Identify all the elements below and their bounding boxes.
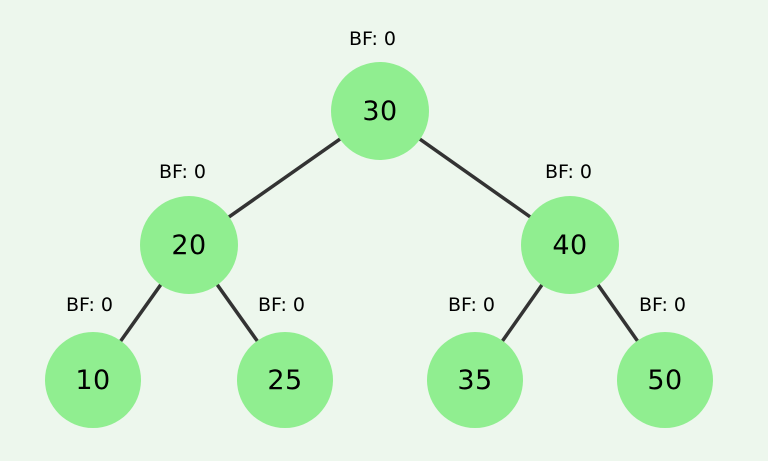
tree-node-20[interactable]: 20 — [140, 196, 238, 294]
tree-node-30[interactable]: 30 — [331, 62, 429, 160]
node-key-label: 35 — [457, 364, 493, 396]
node-key-label: 40 — [552, 229, 588, 261]
tree-node-40[interactable]: 40 — [521, 196, 619, 294]
tree-node-50[interactable]: 50 — [617, 332, 713, 428]
tree-node-10[interactable]: 10 — [45, 332, 141, 428]
node-key-label: 25 — [267, 364, 303, 396]
node-key-label: 30 — [362, 95, 398, 127]
tree-node-25[interactable]: 25 — [237, 332, 333, 428]
node-key-label: 50 — [647, 364, 683, 396]
balance-factor-label-40: BF: 0 — [545, 161, 593, 183]
balance-factor-label-50: BF: 0 — [639, 294, 687, 316]
tree-node-35[interactable]: 35 — [427, 332, 523, 428]
node-key-label: 10 — [75, 364, 111, 396]
balance-factor-label-20: BF: 0 — [159, 161, 207, 183]
balance-factor-label-35: BF: 0 — [448, 294, 496, 316]
balance-factor-label-25: BF: 0 — [258, 294, 306, 316]
balance-factor-label-10: BF: 0 — [66, 294, 114, 316]
balance-factor-label-30: BF: 0 — [349, 28, 397, 50]
node-key-label: 20 — [171, 229, 207, 261]
